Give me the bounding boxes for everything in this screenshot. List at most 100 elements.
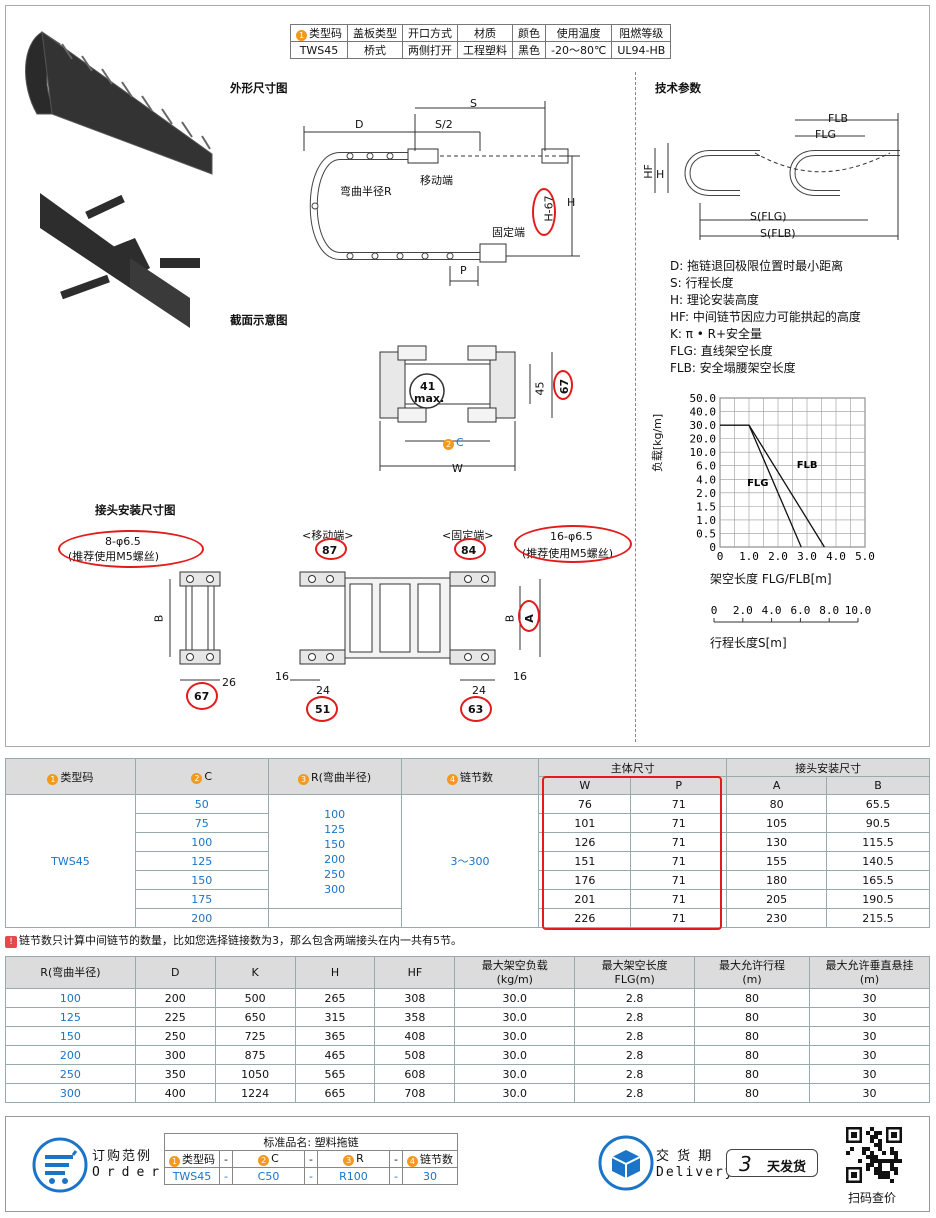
radius-cell: 2.8 — [574, 1064, 696, 1084]
radius-cell: 2.8 — [574, 988, 696, 1008]
radius-cell: 300 — [5, 1083, 136, 1103]
chart-x-tick: 5.0 — [855, 550, 875, 563]
highlight-h67 — [532, 188, 556, 236]
qr-module — [874, 1135, 878, 1139]
qr-module — [898, 1159, 902, 1163]
main-cell-b: 140.5 — [826, 851, 930, 871]
main-cell-r-value: 200 — [324, 852, 346, 866]
main-header-w: W — [538, 776, 632, 795]
radius-cell: 875 — [214, 1045, 296, 1065]
main-cell-a: 230 — [726, 908, 828, 928]
outline-p: P — [460, 264, 467, 277]
section-w: W — [452, 462, 463, 475]
order-h-sep2: - — [303, 1150, 318, 1168]
delivery-days: 3 — [739, 1152, 752, 1176]
qr-module — [890, 1163, 894, 1167]
main-cell-b: 115.5 — [826, 832, 930, 852]
outline-fixed: 固定端 — [492, 226, 525, 239]
radius-cell: 30.0 — [454, 1026, 576, 1046]
qr-module — [882, 1151, 886, 1155]
stroke-axis-tick: 6.0 — [790, 604, 810, 617]
definition-flg: FLG: 直线架空长度 — [670, 344, 773, 358]
highlight-51 — [306, 696, 338, 722]
main-cell-a: 180 — [726, 870, 828, 890]
highlight-fixed-val — [454, 538, 486, 560]
radius-header-unit: (m) — [859, 972, 880, 986]
radius-cell: 80 — [694, 1026, 810, 1046]
chart-y-tick: 0.5 — [696, 527, 716, 540]
radius-header-cell: HF — [374, 956, 456, 989]
tech-h: H — [656, 168, 665, 181]
radius-cell: 225 — [134, 1007, 216, 1027]
qr-module — [878, 1163, 882, 1167]
spec-header-temp: 使用温度 — [544, 24, 613, 42]
mount-drawing — [169, 571, 541, 681]
radius-cell: 265 — [294, 988, 376, 1008]
radius-cell: 30.0 — [454, 988, 576, 1008]
qr-code-icon[interactable] — [844, 1125, 904, 1185]
qr-module — [866, 1163, 870, 1167]
radius-cell: 508 — [374, 1045, 456, 1065]
radius-cell: 30.0 — [454, 1064, 576, 1084]
main-header-b: B — [826, 776, 930, 795]
qr-module — [862, 1151, 866, 1155]
stroke-axis-tick: 10.0 — [845, 604, 872, 617]
main-cell-w: 151 — [538, 851, 632, 871]
order-h-sep1: - — [219, 1150, 233, 1168]
qr-module — [866, 1155, 870, 1159]
radius-cell: 2.8 — [574, 1007, 696, 1027]
qr-module — [894, 1155, 898, 1159]
qr-module — [882, 1159, 886, 1163]
radius-cell: 725 — [214, 1026, 296, 1046]
order-h-sep3: - — [388, 1150, 403, 1168]
main-cell-a: 205 — [726, 889, 828, 909]
radius-header-cell: D — [134, 956, 216, 989]
radius-header-cell: R(弯曲半径) — [5, 956, 136, 989]
section-max: max. — [414, 392, 445, 405]
main-cell-r-value: 125 — [324, 822, 346, 836]
radius-cell: 30 — [809, 1007, 930, 1027]
radius-cell: 30 — [809, 1083, 930, 1103]
main-cell-w: 226 — [538, 908, 632, 928]
qr-module — [890, 1151, 894, 1155]
qr-module — [890, 1159, 894, 1163]
qr-module — [870, 1159, 874, 1163]
definition-hf: HF: 中间链节因应力可能拱起的高度 — [670, 310, 861, 324]
radius-cell: 200 — [134, 988, 216, 1008]
definition-k: K: π • R+安全量 — [670, 327, 763, 341]
qr-module — [882, 1171, 886, 1175]
chart-y-tick: 1.5 — [696, 500, 716, 513]
radius-cell: 30 — [809, 988, 930, 1008]
radius-header-cell: K — [214, 956, 296, 989]
radius-header-label: R(弯曲半径) — [40, 965, 101, 979]
radius-cell: 1050 — [214, 1064, 296, 1084]
radius-cell: 80 — [694, 1083, 810, 1103]
radius-cell: 315 — [294, 1007, 376, 1027]
qr-module — [894, 1159, 898, 1163]
tech-sflg: S(FLG) — [750, 210, 787, 223]
qr-module — [890, 1167, 894, 1171]
qr-module — [874, 1167, 878, 1171]
main-cell-r-empty — [267, 908, 402, 928]
radius-cell: 80 — [694, 1007, 810, 1027]
radius-cell: 150 — [5, 1026, 136, 1046]
qr-module — [870, 1127, 874, 1131]
qr-module — [866, 1147, 870, 1151]
chart-x-tick: 2.0 — [768, 550, 788, 563]
definitions: D: 拖链退回极限位置时最小距离 S: 行程长度 H: 理论安装高度 HF: 中… — [670, 258, 861, 377]
qr-module — [870, 1151, 874, 1155]
main-cell-a: 105 — [726, 813, 828, 833]
qr-module — [870, 1155, 874, 1159]
chart-x-tick: 0 — [717, 550, 724, 563]
radius-header-label: 最大架空负载 — [481, 958, 548, 972]
chart-y-tick: 10.0 — [690, 446, 717, 459]
chart-x-tick: 1.0 — [739, 550, 759, 563]
